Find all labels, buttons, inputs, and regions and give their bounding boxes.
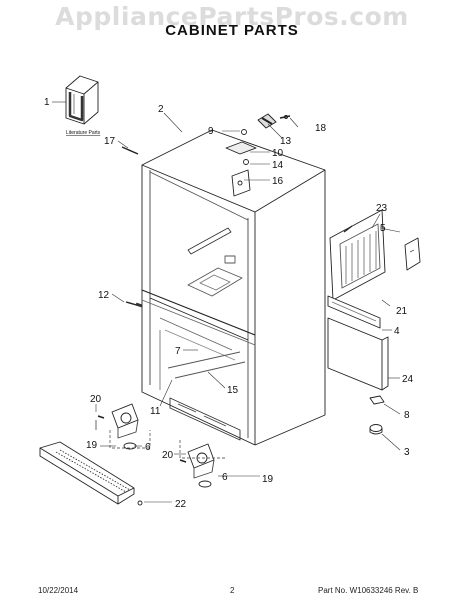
callout-12: 12 xyxy=(98,290,110,301)
callout-18: 18 xyxy=(315,123,327,134)
callout-1: 1 xyxy=(44,97,50,108)
callout-14: 14 xyxy=(272,160,284,171)
literature-booklet xyxy=(65,75,99,125)
hinge-cover-hardware xyxy=(257,113,291,129)
cabinet-body xyxy=(141,129,326,446)
callout-8: 8 xyxy=(404,410,410,421)
callout-13: 13 xyxy=(280,136,292,147)
footer-part-number: Part No. W10633246 Rev. B xyxy=(318,586,419,595)
callout-6-right: 6 xyxy=(222,472,228,483)
callout-15: 15 xyxy=(227,385,239,396)
callout-19-left: 19 xyxy=(86,440,98,451)
callout-5: 5 xyxy=(380,223,386,234)
diagram-title: CABINET PARTS xyxy=(165,22,299,39)
callout-11: 11 xyxy=(150,406,161,417)
footer-date: 10/22/2014 xyxy=(38,586,79,595)
watermark-text: AppliancePartsPros.com xyxy=(55,2,409,31)
callout-16: 16 xyxy=(272,176,284,187)
top-hinge-assembly xyxy=(225,129,257,197)
callout-24: 24 xyxy=(402,374,414,385)
callout-20-left: 20 xyxy=(90,394,102,405)
callout-7: 7 xyxy=(175,346,181,357)
callout-21: 21 xyxy=(396,306,408,317)
callout-3: 3 xyxy=(404,447,410,458)
callout-17: 17 xyxy=(104,136,116,147)
clip-8 xyxy=(369,395,385,405)
callout-22: 22 xyxy=(175,499,187,510)
screw-17 xyxy=(121,146,139,155)
callout-2: 2 xyxy=(158,104,164,115)
roller-assembly-right xyxy=(179,440,226,488)
base-grille xyxy=(39,441,143,506)
callout-19-right: 19 xyxy=(262,474,274,485)
callout-6-left: 6 xyxy=(145,442,151,453)
cabinet-cover-panel xyxy=(327,317,389,391)
roller-assembly-left xyxy=(95,403,151,450)
callout-9: 9 xyxy=(208,126,214,137)
callout-10: 10 xyxy=(272,148,284,159)
rear-access-panel xyxy=(329,209,421,301)
callout-4: 4 xyxy=(394,326,400,337)
cap-3 xyxy=(369,424,383,432)
footer-page-number: 2 xyxy=(230,586,235,595)
callout-20-right: 20 xyxy=(162,450,174,461)
literature-parts-label: Literature Parts xyxy=(66,130,101,136)
lower-rear-panel xyxy=(327,295,381,329)
callout-23: 23 xyxy=(376,203,388,214)
